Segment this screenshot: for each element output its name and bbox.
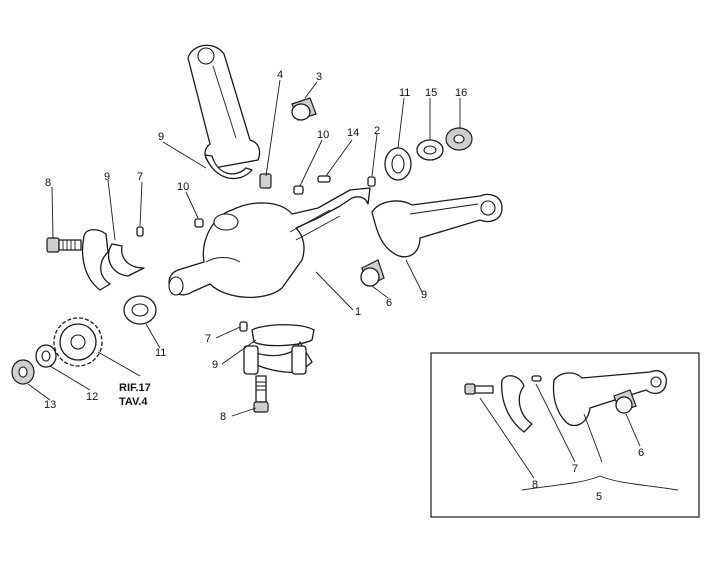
label-8-lower: 8	[220, 411, 226, 423]
label-7-left: 7	[137, 171, 143, 183]
nut-13	[11, 359, 35, 385]
nut-16	[445, 127, 473, 151]
label-8-inset: 8	[532, 479, 538, 491]
label-2: 2	[374, 125, 380, 137]
bearing-cap-left	[81, 229, 111, 291]
label-10-left: 10	[177, 181, 189, 193]
bushing-3	[291, 97, 317, 121]
dowel-pin-7b	[239, 321, 248, 332]
label-11-right: 11	[399, 87, 410, 99]
bearing-shell-upper-rod	[204, 154, 253, 180]
label-11-left: 11	[155, 347, 166, 359]
part-number-labels: 1 2 3 4 6 7 7 8 8 9 9 9 9 10 10 11 11 12…	[44, 69, 644, 503]
washer-15	[416, 139, 444, 161]
label-12: 12	[86, 391, 98, 403]
label-15: 15	[425, 87, 437, 99]
washer-12	[35, 344, 57, 368]
label-13: 13	[44, 399, 56, 411]
bushing-6-main	[360, 259, 385, 287]
label-7-inset: 7	[572, 463, 578, 475]
label-16: 16	[455, 87, 467, 99]
key-2	[367, 176, 376, 187]
inset-box	[430, 352, 700, 518]
pin-4	[259, 173, 272, 189]
label-5-kit: 5	[596, 491, 602, 503]
plug-10b	[293, 185, 304, 195]
bearing-cap-lower	[243, 341, 313, 375]
label-3: 3	[316, 71, 322, 83]
label-9-right: 9	[421, 289, 427, 301]
cross-reference: RIF.17 TAV.4	[119, 382, 151, 408]
screw-8-left	[46, 237, 82, 253]
label-6-main: 6	[386, 297, 392, 309]
pin-14	[317, 175, 331, 183]
label-9-lower: 9	[212, 359, 218, 371]
label-9-upper: 9	[158, 131, 164, 143]
label-6-inset: 6	[638, 447, 644, 459]
label-9-left: 9	[104, 171, 110, 183]
connecting-rod-right	[371, 193, 503, 258]
label-10-center: 10	[317, 129, 329, 141]
bearing-shell-lower	[251, 324, 315, 347]
dowel-pin-7a	[136, 226, 144, 237]
crankshaft	[168, 187, 371, 298]
label-4: 4	[277, 69, 283, 81]
label-1: 1	[355, 306, 361, 318]
label-8-left: 8	[45, 177, 51, 189]
washer-11-right	[384, 147, 412, 181]
connecting-rod-upper	[187, 44, 261, 169]
label-7-lower: 7	[205, 333, 211, 345]
timing-gear	[53, 317, 103, 367]
bearing-shell-left	[107, 243, 145, 277]
screw-8-lower	[253, 375, 269, 413]
label-14: 14	[347, 127, 359, 139]
reference-line-2: TAV.4	[119, 396, 148, 408]
leader-lines	[27, 79, 461, 417]
reference-line-1: RIF.17	[119, 382, 151, 394]
plug-10a	[194, 218, 204, 228]
washer-11-left	[123, 295, 157, 325]
